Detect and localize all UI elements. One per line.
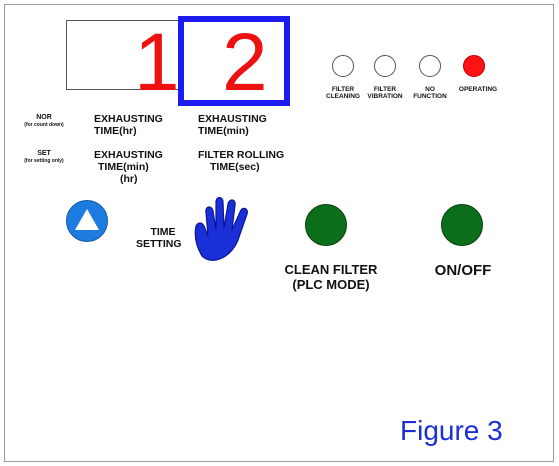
row-label-set: SET (for setting only) bbox=[24, 150, 64, 164]
clean-filter-button[interactable] bbox=[305, 204, 347, 246]
hand-icon bbox=[194, 196, 248, 261]
figure-caption: Figure 3 bbox=[400, 415, 503, 446]
time-setting-up-button[interactable] bbox=[66, 200, 108, 242]
label-exhausting-time-min: EXHAUSTING TIME(min) bbox=[198, 113, 267, 137]
display-window-hours bbox=[66, 20, 184, 90]
on-off-button[interactable] bbox=[441, 204, 483, 246]
lamp-label-operating: OPERATING bbox=[458, 86, 498, 93]
row-label-nor: NOR (for count down) bbox=[24, 114, 64, 128]
display-digit-left: 1 bbox=[134, 17, 180, 108]
lamp-filter-cleaning bbox=[332, 55, 354, 77]
display-digit-right: 2 bbox=[222, 17, 268, 108]
display-window-minutes-highlight bbox=[178, 16, 290, 106]
label-time-setting: TIME SETTING bbox=[136, 226, 182, 250]
triangle-up-icon bbox=[75, 209, 99, 230]
lamp-filter-vibration bbox=[374, 55, 396, 77]
label-clean-filter: CLEAN FILTER (PLC MODE) bbox=[284, 262, 378, 292]
lamp-no-function bbox=[419, 55, 441, 77]
label-exhausting-time-hr: EXHAUSTING TIME(hr) bbox=[94, 113, 163, 137]
label-filter-rolling-time: FILTER ROLLING TIME(sec) bbox=[198, 149, 285, 173]
label-set-exhausting-time-min: EXHAUSTING TIME(min) (hr) bbox=[94, 149, 163, 185]
label-on-off: ON/OFF bbox=[434, 262, 492, 279]
lamp-operating bbox=[463, 55, 485, 77]
